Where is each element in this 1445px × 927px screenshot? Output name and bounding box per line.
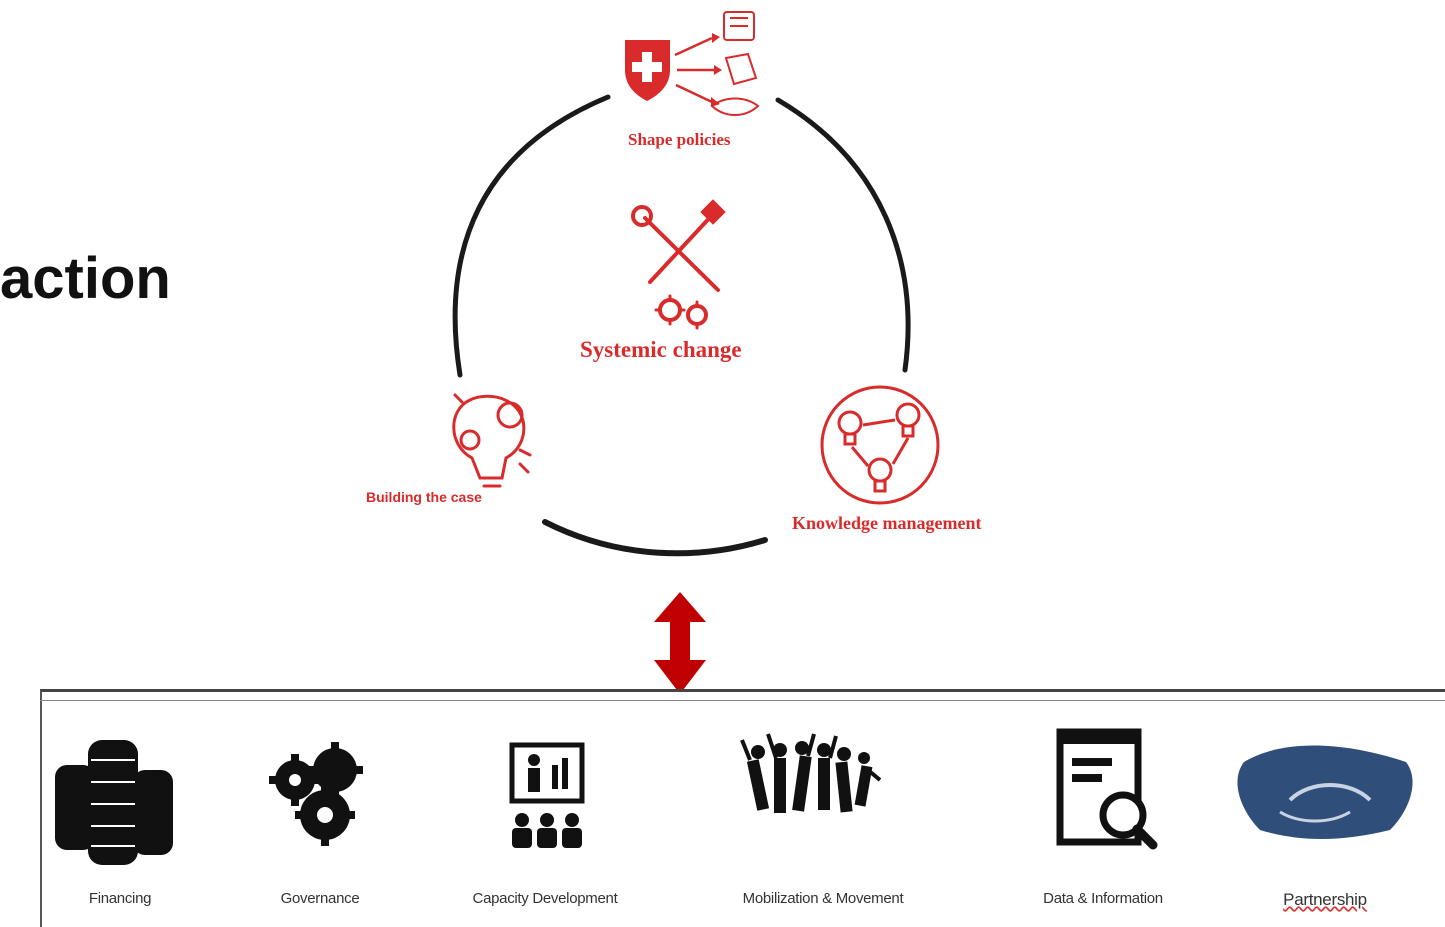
knowledge-bulbs-icon	[820, 385, 940, 505]
label-systemic-change: Systemic change	[580, 337, 742, 362]
label-shape-policies: Shape policies	[628, 130, 731, 149]
panel-divider	[40, 700, 1445, 701]
pillar-label: Mobilization & Movement	[742, 890, 904, 907]
pillar-label: Partnership	[1283, 890, 1367, 909]
cycle-diagram	[452, 11, 940, 690]
cycle-arc-top-right	[775, 97, 911, 373]
pillar-capacity-development: Capacity Development	[440, 720, 650, 920]
pillar-label: Financing	[88, 890, 152, 907]
double-arrow-icon	[654, 592, 706, 690]
pillar-label: Data & Information	[1043, 890, 1163, 907]
pillar-label: Capacity Development	[472, 890, 618, 907]
cycle-arc-bottom	[542, 519, 768, 557]
label-building-the-case: Building the case	[366, 489, 482, 505]
pillar-financing: Financing	[15, 720, 225, 920]
coin-stacks-icon	[55, 740, 173, 865]
swiss-shield-icon	[625, 11, 760, 116]
cycle-arc-top-left	[452, 94, 611, 378]
gears-icon	[269, 742, 363, 846]
pillar-governance: Governance	[215, 720, 425, 920]
crowd-icon	[740, 733, 882, 813]
pillar-data-information: Data & Information	[998, 720, 1208, 920]
wrench-screwdriver-gears-icon	[631, 199, 726, 330]
pillar-partnership: Partnership	[1220, 720, 1430, 920]
document-search-icon	[1056, 728, 1158, 850]
lightbulb-gears-icon	[452, 393, 532, 488]
pillars-panel	[40, 689, 1445, 927]
page-heading: action	[0, 246, 171, 311]
presentation-icon	[509, 742, 585, 848]
handshake-icon	[1237, 745, 1413, 839]
label-knowledge-management: Knowledge management	[792, 513, 982, 533]
pillar-label: Governance	[280, 890, 360, 907]
pillar-mobilization-movement: Mobilization & Movement	[718, 720, 928, 920]
